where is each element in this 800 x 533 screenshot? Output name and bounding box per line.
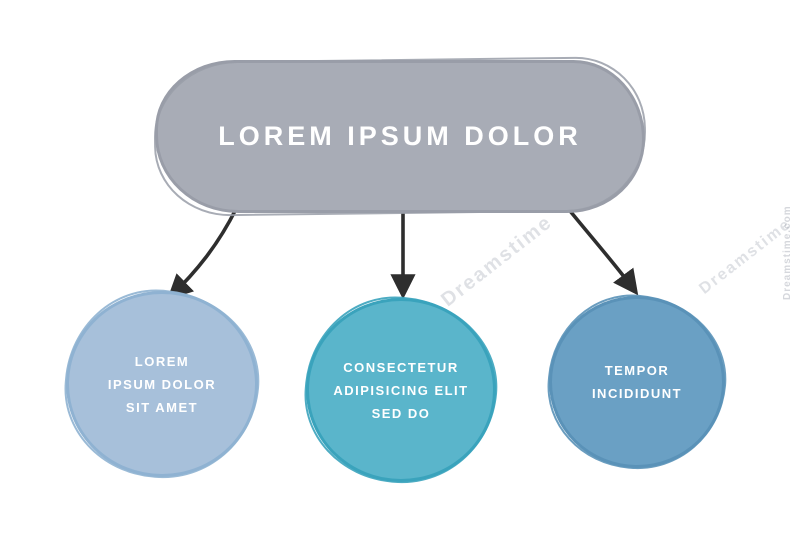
watermark-text: Dreamstime [696,215,795,298]
child-node-2-line: SED DO [371,405,431,421]
watermark-text: Dreamstime [437,211,557,312]
child-node-3-line: INCIDIDUNT [591,386,683,401]
root-node-label: LOREM IPSUM DOLOR [218,121,582,151]
child-node-2: CONSECTETUR ADIPISICING ELIT SED DO [306,298,496,482]
watermark-edge-text: Dreamstime.com [782,205,793,300]
child-node-1-line: IPSUM DOLOR [107,376,217,392]
child-node-1: LOREM IPSUM DOLOR SIT AMET [66,291,258,477]
child-node-2-line: ADIPISICING ELIT [333,382,469,398]
child-node-2-line: CONSECTETUR [343,359,459,375]
root-node: LOREM IPSUM DOLOR [155,60,645,213]
child-node-3: TEMPOR INCIDIDUNT [549,296,725,468]
arrow-left-icon [167,207,238,300]
child-node-3-line: TEMPOR [604,363,670,378]
arrow-right-icon [564,204,639,296]
child-node-1-line: LOREM [134,353,190,369]
child-node-1-line: SIT AMET [125,399,199,415]
